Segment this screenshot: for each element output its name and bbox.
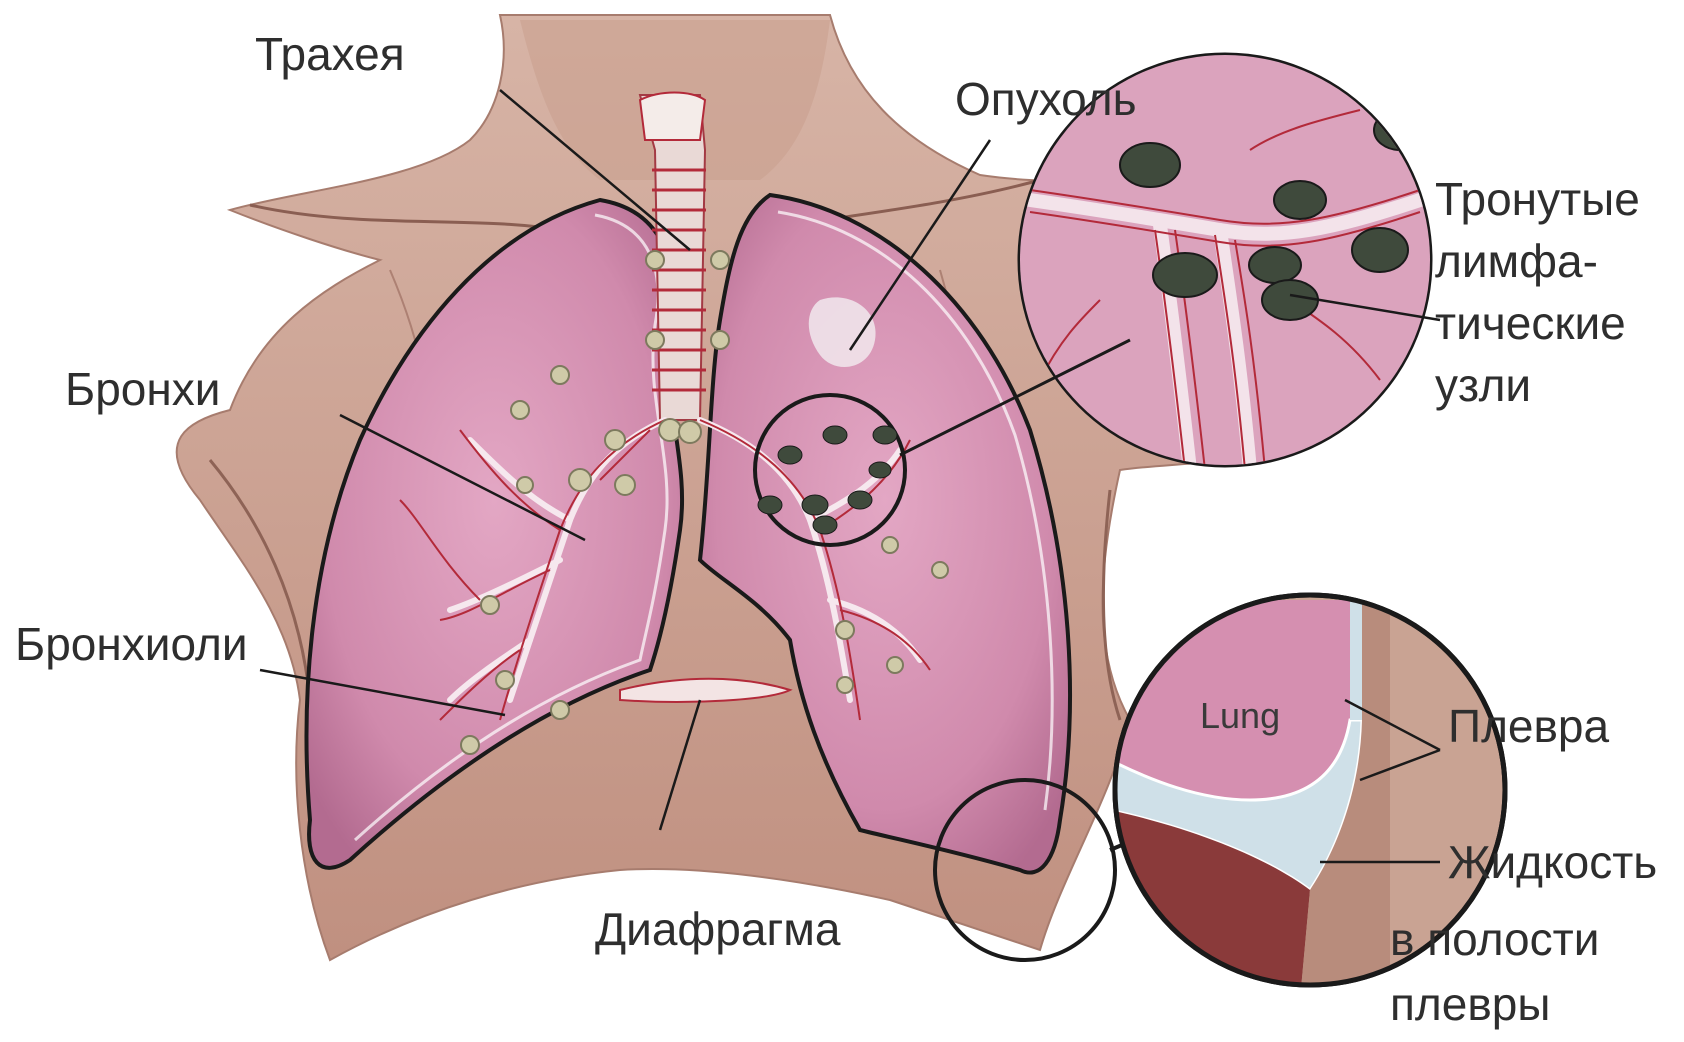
label-fluid-line2: в полости [1390, 913, 1599, 965]
label-bronchi: Бронхи [65, 363, 220, 415]
label-pleura: Плевра [1448, 700, 1610, 752]
label-nodes-line2: лимфа- [1435, 235, 1598, 287]
label-nodes-line1: Тронутые [1435, 173, 1640, 225]
label-nodes-line3: тические [1435, 297, 1626, 349]
label-bronchioles: Бронхиоли [15, 618, 248, 670]
label-tumor: Опухоль [955, 73, 1137, 125]
label-diaphragm: Диафрагма [595, 903, 841, 955]
label-nodes-line4: узли [1435, 359, 1531, 411]
label-trachea: Трахея [255, 28, 405, 80]
label-fluid-line3: плевры [1390, 978, 1550, 1030]
label-lung: Lung [1200, 695, 1280, 736]
label-fluid-line1: Жидкость [1448, 836, 1657, 888]
